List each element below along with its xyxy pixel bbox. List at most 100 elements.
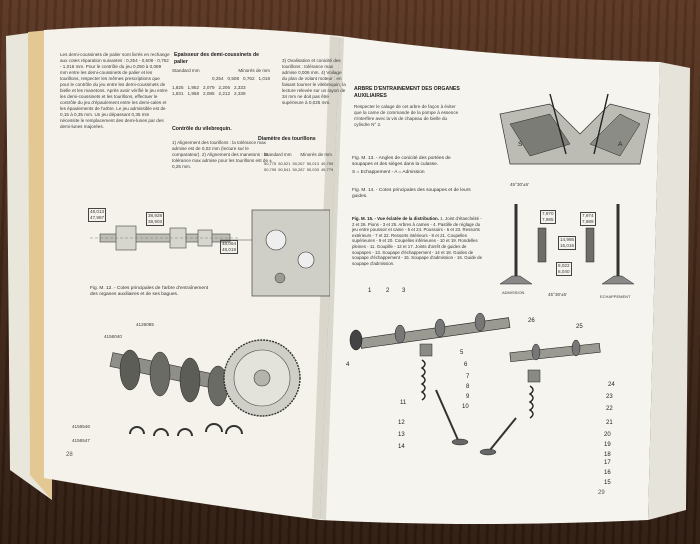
- table-cell: 50,013: [306, 161, 319, 166]
- thickness-heading: Epaisseur des demi-coussinets de palier: [174, 52, 260, 65]
- check-heading: Contrôle du vilebrequin.: [172, 126, 232, 132]
- valve-assembly-right: [479, 369, 541, 456]
- angle-label: 45°30'±5': [548, 292, 567, 297]
- dim-value: 8,040: [558, 269, 570, 274]
- part-number: 2: [386, 288, 390, 294]
- table-cell: 2,339: [234, 91, 246, 96]
- part-number: 20: [604, 432, 611, 438]
- table-row: 1,825 1,952 2,079 2,206 2,333: [172, 85, 270, 91]
- dim-box: 38,928 38,903: [146, 212, 165, 226]
- dim-box: 14,986 15,016: [558, 236, 577, 250]
- table-cell: 50,521: [278, 161, 291, 166]
- diameter-table: Standard mm Minorés de mm 50,775 50,521 …: [264, 152, 334, 173]
- part-number: 7: [466, 374, 470, 380]
- table-cell: 50,795: [264, 167, 277, 172]
- part-number: 25: [576, 324, 583, 330]
- fig15-caption: Fig. M. 15. - Vue éclatée de la distribu…: [352, 216, 439, 221]
- fig14-valves-drawing: [499, 204, 635, 285]
- dim-value: 48,019: [222, 247, 237, 252]
- camshaft-left: [349, 312, 511, 351]
- fig15-distribution-exploded-view: [349, 312, 601, 456]
- fig15-legend: 1. Joint d'étanchéité - 2 et 26. Pions -…: [352, 216, 483, 266]
- dim-value: 7,989: [582, 219, 594, 224]
- minor-value: 0,508: [227, 76, 240, 81]
- diameter-table-head: Standard mm Minorés de mm: [264, 152, 332, 158]
- table-cell: 1,825: [172, 85, 184, 90]
- diameter-col-standard: Standard mm: [264, 152, 292, 157]
- right-top-text: 3) Ovalisation et conicité des tourillon…: [282, 58, 346, 105]
- table-cell: 2,333: [234, 85, 246, 90]
- thickness-col-minor: Minorés de mm: [238, 68, 270, 73]
- part-code: 4156040: [104, 334, 122, 339]
- angle-label: 45°30'±5': [510, 182, 529, 187]
- camshaft-right: [509, 339, 601, 363]
- dim-value: 38,928: [148, 213, 163, 218]
- dim-value: 14,986: [560, 237, 575, 242]
- drive-shaft-heading: ARBRE D'ENTRAINEMENT DES ORGANES AUXILIA…: [354, 86, 460, 99]
- dim-value: 8,022: [558, 263, 570, 268]
- fig14-caption: Fig. M. 14. - Cotes principales des soup…: [352, 188, 471, 199]
- part-number: 4: [346, 362, 350, 368]
- drive-shaft-text: Respecter le calage de cet arbre de faço…: [354, 104, 459, 127]
- fig12-auxiliary-shaft-drawing: [90, 209, 330, 297]
- table-cell: 2,079: [203, 85, 215, 90]
- table-cell: 50,033: [306, 167, 319, 172]
- dim-value: 38,903: [148, 219, 163, 224]
- valve-label-intake: ADMISSION: [502, 290, 525, 295]
- part-number: 11: [400, 400, 407, 406]
- table-cell: 50,267: [292, 161, 305, 166]
- table-row: 1,831 1,958 2,085 2,212 2,339: [172, 91, 270, 97]
- dim-value: 7,974: [582, 213, 594, 218]
- part-number: 3: [402, 288, 406, 294]
- part-number: 13: [398, 432, 405, 438]
- dim-box: 7,974 7,989: [580, 212, 596, 226]
- thickness-table-head: Standard mm Minorés de mm: [172, 68, 270, 74]
- fig12-caption: Fig. M. 12. - Cotes principales de l'arb…: [90, 286, 209, 297]
- table-cell: 1,958: [187, 91, 200, 96]
- diameter-col-minor: Minorés de mm: [300, 152, 332, 157]
- table-cell: 1,831: [172, 91, 184, 96]
- part-number: 1: [368, 288, 372, 294]
- thickness-table: Standard mm Minorés de mm 0,254 0,508 0,…: [172, 68, 270, 97]
- right-page-number: 29: [598, 490, 605, 496]
- valve-assembly-left: [419, 343, 469, 446]
- svg-text:S: S: [518, 141, 523, 148]
- fig13-subcaption: S = Echappement - A = Admission: [352, 170, 425, 175]
- part-number: 10: [462, 404, 469, 410]
- dim-box: 48,013 47,987: [88, 208, 107, 222]
- table-row: 50,775 50,521 50,267 50,013 49,759: [264, 161, 333, 167]
- right-page-edges: [648, 62, 690, 520]
- table-cell: 1,952: [187, 85, 200, 90]
- part-number: 18: [604, 452, 611, 458]
- table-cell: 50,541: [278, 167, 291, 172]
- part-number: 9: [466, 394, 470, 400]
- part-number: 21: [606, 420, 613, 426]
- crankshaft: [109, 349, 241, 407]
- minor-value: 0,762: [243, 76, 255, 81]
- check-text: 1) Alignement des tourillons : la toléra…: [172, 140, 272, 169]
- diameter-heading: Diamètre des tourillons: [258, 136, 316, 142]
- dim-box: 7,970 7,985: [540, 210, 556, 224]
- bearing-shells: [129, 423, 243, 437]
- part-number: 23: [606, 394, 613, 400]
- part-number: 22: [606, 406, 613, 412]
- minor-value: 1,016: [258, 76, 271, 81]
- part-code: 4156546: [72, 424, 90, 429]
- part-number: 24: [608, 382, 615, 388]
- part-number: 6: [464, 362, 468, 368]
- part-number: 19: [604, 442, 611, 448]
- dim-value: 7,970: [542, 211, 554, 216]
- table-row: 50,795 50,541 50,287 50,033 49,779: [264, 167, 334, 173]
- table-cell: 2,085: [203, 91, 215, 96]
- thickness-col-standard: Standard mm: [172, 68, 200, 73]
- table-cell: 49,779: [320, 167, 334, 172]
- dim-box: 8,022 8,040: [556, 262, 572, 276]
- valve-label-exhaust: ECHAPPEMENT: [600, 294, 631, 299]
- dim-value: 7,985: [542, 217, 554, 222]
- left-page-number: 28: [66, 452, 73, 458]
- table-cell: 2,206: [218, 85, 231, 90]
- table-cell: 50,287: [292, 167, 305, 172]
- fig13-cylinder-head-drawing: S A: [499, 93, 651, 165]
- part-number: 26: [528, 318, 535, 324]
